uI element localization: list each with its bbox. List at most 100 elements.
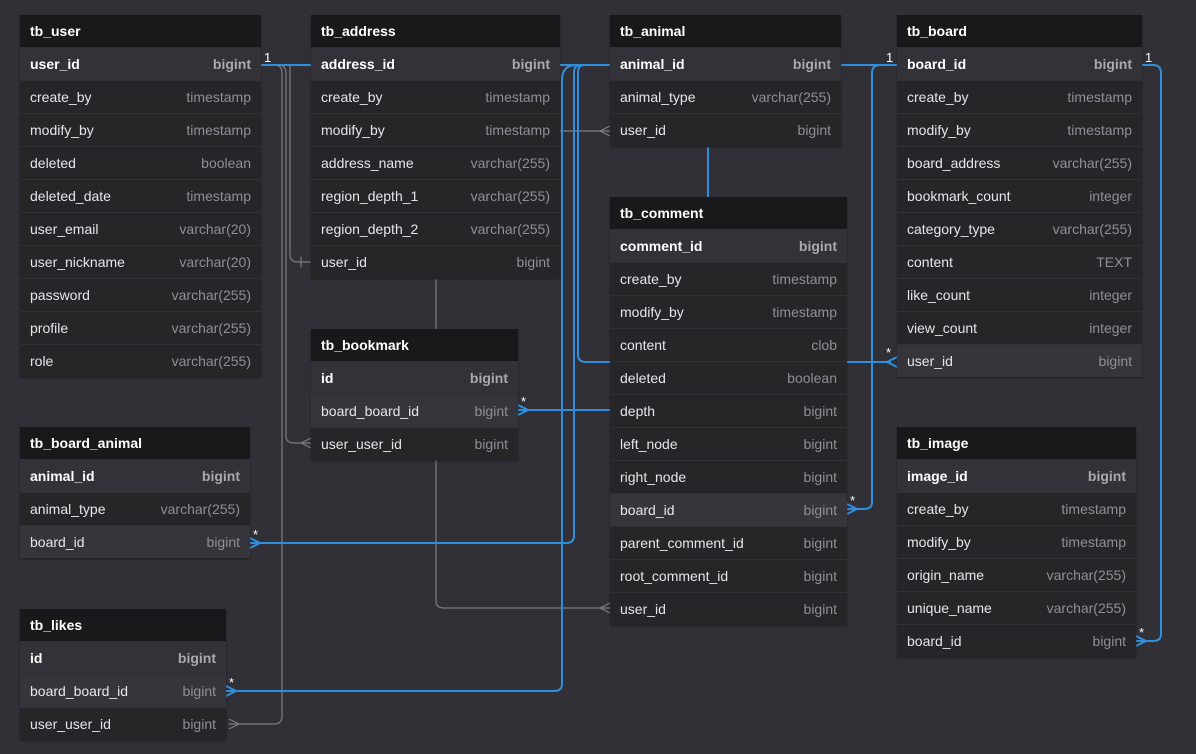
field-name: unique_name (907, 600, 992, 616)
field-type: bigint (1098, 353, 1132, 369)
crow-foot-icon (249, 537, 261, 549)
field-name: id (321, 370, 334, 386)
field-type: varchar(255) (1052, 155, 1132, 171)
field-type: bigint (177, 650, 216, 666)
cardinality-one: 1 (264, 50, 271, 65)
field-type: bigint (792, 56, 831, 72)
field-type: integer (1089, 320, 1132, 336)
field-name: user_user_id (321, 436, 402, 452)
field-row[interactable]: id bigint (20, 641, 226, 674)
table-title[interactable]: tb_animal (610, 15, 841, 47)
field-type: timestamp (186, 89, 251, 105)
field-name: modify_by (321, 122, 385, 138)
field-name: id (30, 650, 43, 666)
table-title[interactable]: tb_user (20, 15, 261, 47)
crow-foot-icon (846, 503, 858, 515)
crow-foot-icon (225, 685, 237, 697)
field-type: varchar(255) (751, 89, 831, 105)
table-title[interactable]: tb_board (897, 15, 1142, 47)
field-type: bigint (511, 56, 550, 72)
field-row[interactable]: unique_name varchar(255) (897, 591, 1136, 624)
table-title[interactable]: tb_comment (610, 197, 847, 229)
field-name: create_by (907, 89, 969, 105)
field-type: varchar(255) (160, 501, 240, 517)
table-title[interactable]: tb_bookmark (311, 329, 518, 361)
table-title[interactable]: tb_address (311, 15, 560, 47)
field-name: root_comment_id (620, 568, 729, 584)
table-title[interactable]: tb_image (897, 427, 1136, 459)
field-name: address_name (321, 155, 414, 171)
field-type: varchar(255) (470, 221, 550, 237)
table-title[interactable]: tb_likes (20, 609, 226, 641)
field-type: varchar(255) (1046, 600, 1126, 616)
table-title[interactable]: tb_board_animal (20, 427, 250, 459)
field-name: board_id (907, 633, 962, 649)
field-type: varchar(255) (1052, 221, 1132, 237)
